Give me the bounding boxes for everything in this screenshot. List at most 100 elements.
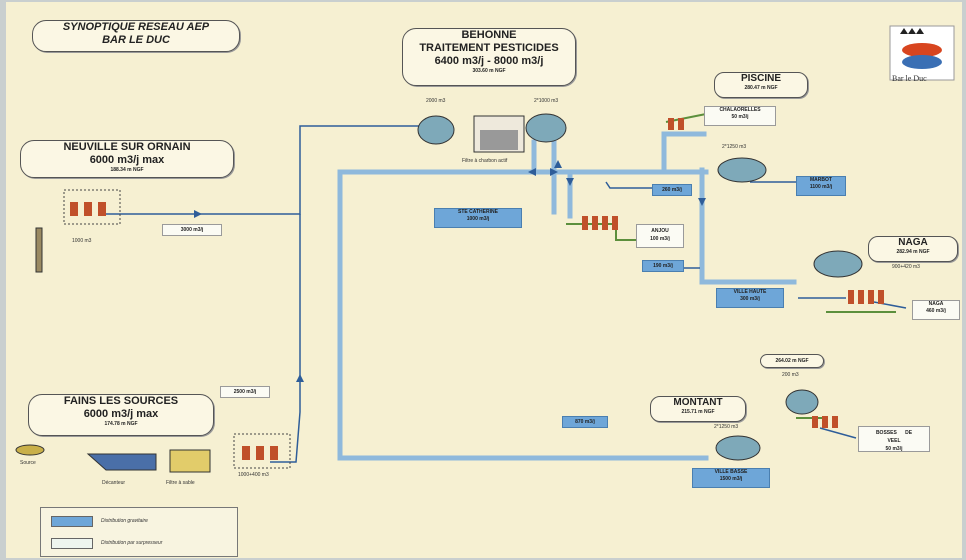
montant-alt: 215.71 m NGF	[681, 409, 715, 415]
neuville-station	[63, 189, 121, 225]
behonne-header: BEHONNE TRAITEMENT PESTICIDES 6400 m3/j …	[402, 28, 576, 86]
naga-header: NAGA 282.94 m NGF	[868, 236, 958, 262]
piscine-alt: 280.47 m NGF	[744, 85, 778, 91]
consumer-marbot: MARBOT 1100 m3/j	[796, 176, 846, 196]
diagram-sheet: SYNOPTIQUE RESEAU AEP BAR LE DUC Bar le …	[6, 2, 962, 558]
marbot-flow: 1100 m3/j	[809, 184, 833, 190]
neuville-well	[35, 227, 43, 273]
source-spring	[15, 444, 45, 456]
montant-top-header: 264.02 m NGF	[760, 354, 824, 368]
neuville-name: NEUVILLE SUR ORNAIN	[63, 141, 191, 153]
arrow-left-main	[528, 168, 536, 176]
ville-basse-flow: 1500 m3/j	[719, 476, 743, 482]
behonne-tank-left-capacity: 2000 m3	[426, 98, 446, 104]
pipe-network	[15, 25, 955, 473]
diagram-title: SYNOPTIQUE RESEAU AEP BAR LE DUC	[32, 20, 240, 52]
chalaorelles-name: CHALAORELLES	[719, 107, 761, 113]
tanks	[417, 113, 863, 461]
neuville-tank-capacity: 1000 m3	[72, 238, 92, 244]
arrow-right-main	[550, 168, 558, 176]
pipe-to-chalaorelles	[661, 131, 707, 175]
ville-basse-name: VILLE BASSE	[714, 469, 748, 475]
filter-hatch	[480, 130, 518, 150]
naga-name: NAGA	[898, 237, 928, 248]
flow-260: 260 m3/j	[652, 184, 692, 196]
montant-tank-capacity: 2*1250 m3	[714, 424, 739, 430]
behonne-capacity: 6400 m3/j - 8000 m3/j	[434, 55, 544, 67]
pumps	[70, 118, 884, 460]
anjou-name: ANJOU	[651, 228, 669, 234]
ville-haute-flow: 300 m3/j	[740, 296, 760, 302]
fains-name: FAINS LES SOURCES	[63, 395, 179, 407]
flow-190: 190 m3/j	[642, 260, 684, 272]
bosses-flow: 50 m3/j	[885, 446, 903, 452]
chalaorelles-flow: 50 m3/j	[731, 114, 749, 120]
arrow-fains	[296, 374, 304, 382]
consumer-chalaorelles: CHALAORELLES 50 m3/j	[704, 106, 776, 126]
naga-out-name: NAGA	[928, 301, 944, 307]
line-260	[605, 181, 652, 189]
consumer-naga: NAGA 460 m3/j	[912, 300, 960, 320]
ste-catherine-flow: 1000 m3/j	[466, 216, 490, 222]
arrow-up-behonne	[554, 160, 562, 168]
ville-haute-name: VILLE HAUTE	[733, 289, 767, 295]
montant-name: MONTANT	[673, 397, 723, 408]
fains-alt: 174.78 m NGF	[104, 421, 138, 427]
montant-header: MONTANT 215.71 m NGF	[650, 396, 746, 422]
logo-text: Bar le Duc	[892, 74, 927, 83]
consumer-ville-basse: VILLE BASSE 1500 m3/j	[692, 468, 770, 488]
logo-graphic	[889, 25, 955, 81]
decanteur-caption: Décanteur	[102, 480, 126, 486]
consumer-anjou: ANJOU 100 m3/j	[636, 224, 684, 248]
filtre-charbon-caption: Filtre à charbon actif	[462, 158, 508, 164]
naga-alt: 282.94 m NGF	[896, 249, 930, 255]
behonne-tank-right-capacity: 2*1000 m3	[534, 98, 559, 104]
montant-top-tank-capacity: 200 m3	[782, 372, 799, 378]
legend-label-booster: Distribution par surpresseur	[101, 540, 163, 546]
arrow-down-naga	[698, 198, 706, 206]
neuville-header: NEUVILLE SUR ORNAIN 6000 m3/j max 188.34…	[20, 140, 234, 178]
bosses-name-2: VEEL	[887, 438, 901, 444]
behonne-name: BEHONNE	[461, 29, 517, 41]
pipe-to-naga	[699, 169, 797, 285]
bosses-name: BOSSES DE	[875, 430, 913, 436]
naga-tank-capacity: 900+420 m3	[892, 264, 920, 270]
line-bosses	[819, 427, 857, 439]
feed-fains	[270, 214, 301, 463]
consumer-ste-catherine: STE CATHERINE 1000 m3/j	[434, 208, 522, 228]
title-line2: BAR LE DUC	[102, 34, 170, 46]
ste-catherine-name: STE CATHERINE	[458, 209, 498, 215]
neuville-capacity: 6000 m3/j max	[89, 154, 165, 166]
neuville-alt: 188.34 m NGF	[110, 167, 144, 173]
piscine-header: PISCINE 280.47 m NGF	[714, 72, 808, 98]
flow-fains: 2500 m3/j	[220, 386, 270, 398]
arrow-neuville	[194, 210, 202, 218]
flow-870: 870 m3/j	[562, 416, 608, 428]
legend-swatch-booster	[51, 538, 93, 549]
consumer-bosses-de-veel: BOSSES DE VEEL 50 m3/j	[858, 426, 930, 452]
consumer-ville-haute: VILLE HAUTE 300 m3/j	[716, 288, 784, 308]
behonne-line2: TRAITEMENT PESTICIDES	[419, 42, 559, 54]
fains-header: FAINS LES SOURCES 6000 m3/j max 174.78 m…	[28, 394, 214, 436]
fains-station	[233, 433, 291, 469]
piscine-tank-capacity: 2*1250 m3	[722, 144, 747, 150]
source-caption: Source	[20, 460, 36, 466]
title-line1: SYNOPTIQUE RESEAU AEP	[62, 21, 210, 33]
filtre-sable-caption: Filtre à sable	[166, 480, 195, 486]
sand-filter	[169, 449, 211, 473]
flow-neuville: 3000 m3/j	[162, 224, 222, 236]
green-anjou	[566, 223, 636, 241]
legend-label-gravity: Distribution gravitaire	[101, 518, 148, 524]
decanteur-basin	[86, 453, 157, 471]
piscine-name: PISCINE	[740, 73, 781, 84]
naga-out-flow: 460 m3/j	[926, 308, 946, 314]
main-pipe-left	[337, 139, 537, 461]
marbot-name: MARBOT	[810, 177, 832, 183]
behonne-alt: 303.60 m NGF	[472, 68, 506, 74]
legend-swatch-gravity	[51, 516, 93, 527]
anjou-flow: 100 m3/j	[650, 236, 670, 242]
arrow-down-anjou	[566, 178, 574, 186]
fains-tank-capacity: 1000+400 m3	[238, 472, 269, 478]
legend: Distribution gravitaire Distribution par…	[40, 507, 238, 557]
fains-capacity: 6000 m3/j max	[83, 408, 159, 420]
